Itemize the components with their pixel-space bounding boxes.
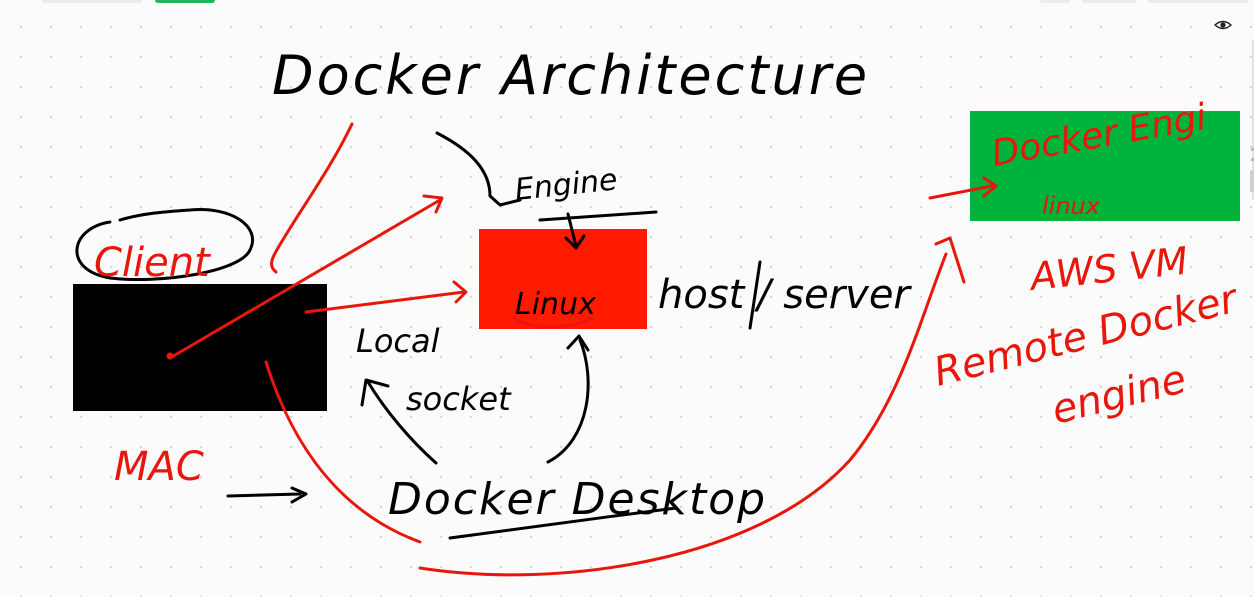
toolbar-button-right-3[interactable]	[1148, 0, 1248, 3]
client-label: Client	[94, 240, 211, 286]
client-to-remote-curve	[264, 360, 422, 544]
local-socket-label-1: Local	[356, 322, 440, 360]
title-to-engine-arrow	[435, 131, 522, 207]
toolbar-button-right-1[interactable]	[1040, 0, 1070, 3]
engine-label: Engine	[513, 162, 619, 208]
aws-vm-label: AWS VM	[1025, 239, 1190, 300]
desktop-to-socket-arrow	[360, 378, 438, 465]
into-remote-arrow	[928, 176, 998, 200]
host-server-slash	[748, 260, 762, 330]
desktop-underline	[448, 506, 678, 540]
client-oval	[75, 207, 254, 282]
diagram-title: Docker Architecture	[272, 44, 870, 107]
remote-engine-box	[970, 111, 1240, 221]
eye-icon[interactable]	[1213, 17, 1233, 33]
title-to-client-arrow	[270, 122, 354, 274]
engine-box	[479, 229, 647, 329]
remote-arrowhead	[934, 236, 966, 284]
toolbar-button-left[interactable]	[42, 0, 142, 3]
toolbar-accent-button[interactable]	[155, 0, 215, 3]
mac-label: MAC	[114, 444, 204, 490]
remote-engine-label: engine	[1047, 356, 1191, 434]
docker-desktop-label: Docker Desktop	[388, 474, 767, 525]
remote-box-label-2: linux	[1042, 192, 1101, 220]
client-dot	[166, 352, 174, 360]
linux-underline	[512, 316, 594, 329]
mac-arrow	[226, 486, 308, 504]
local-socket-label-2: socket	[406, 380, 512, 418]
client-box	[73, 284, 327, 411]
desktop-to-linux-arrow	[546, 334, 590, 464]
host-server-label: host / server	[658, 272, 912, 318]
client-to-engine-arrow	[168, 194, 444, 360]
remote-docker-label: Remote Docker	[929, 275, 1244, 395]
client-to-linux-arrow	[304, 280, 468, 314]
desktop-to-remote-curve	[418, 252, 948, 577]
linux-label: Linux	[515, 287, 596, 322]
toolbar-button-right-2[interactable]	[1082, 0, 1137, 3]
black-strokes	[75, 131, 762, 540]
red-strokes	[168, 122, 998, 577]
engine-underline	[538, 210, 658, 222]
canvas-scroll-edge[interactable]	[1246, 40, 1254, 200]
engine-to-linux-mark	[564, 212, 586, 250]
